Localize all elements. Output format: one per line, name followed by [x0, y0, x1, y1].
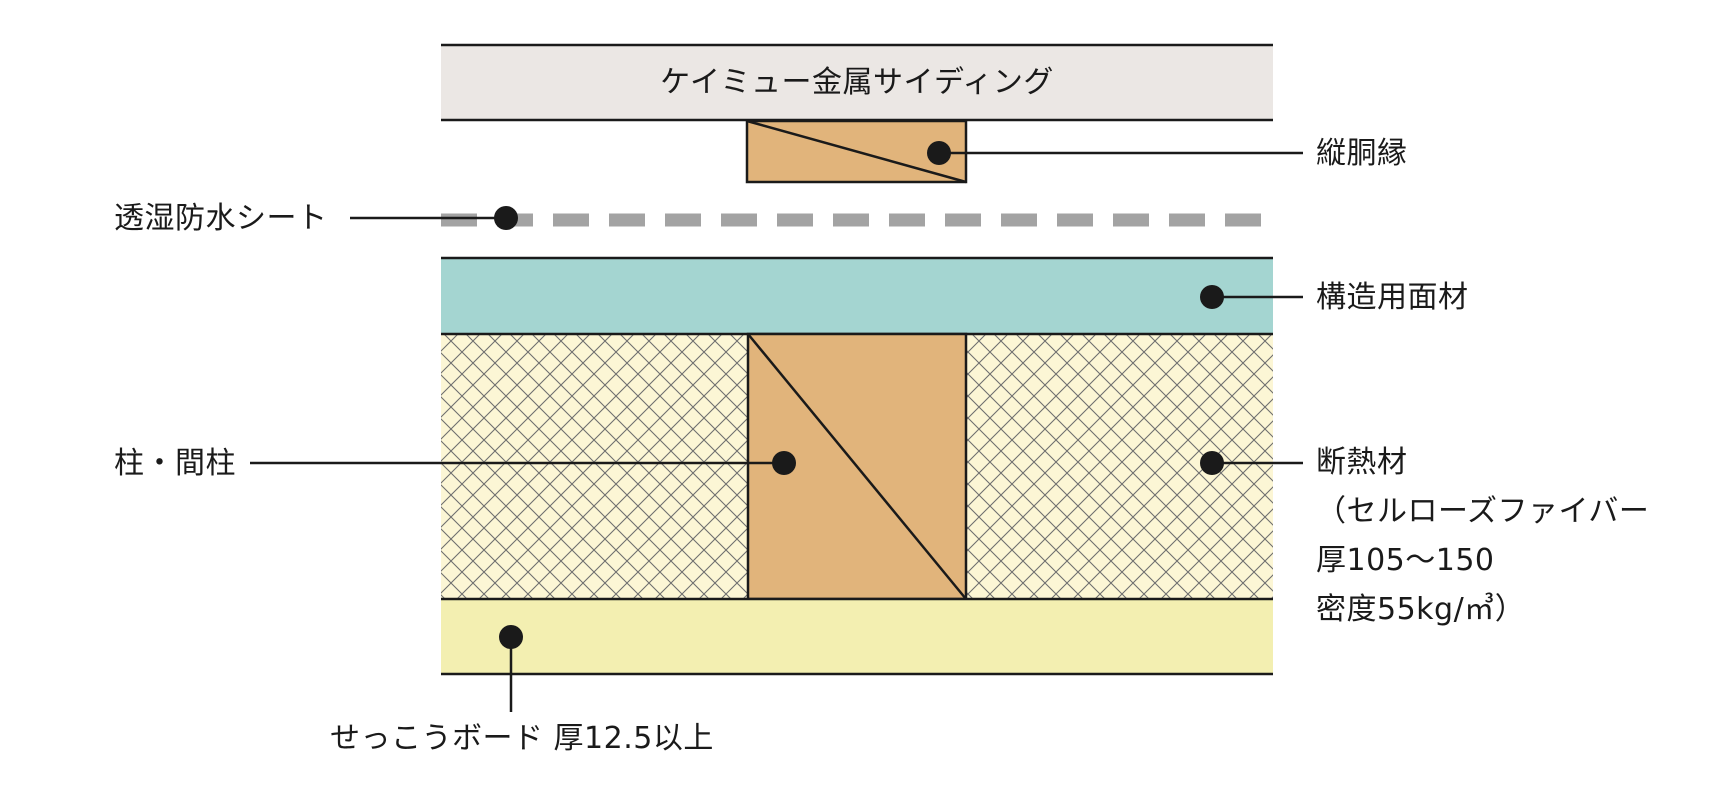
stud — [250, 332, 968, 601]
insulation-layer — [441, 332, 1303, 599]
sheathing-label: 構造用面材 — [1316, 280, 1469, 315]
sheathing-layer — [441, 256, 1303, 333]
gypsum-layer — [441, 597, 1273, 712]
insulation-label: 断熱材 — [1316, 445, 1408, 480]
gypsum-label: せっこうボード 厚12.5以上 — [330, 721, 714, 756]
furring-diagonal — [746, 119, 967, 184]
stud-diagonal — [747, 333, 967, 600]
sheathing-fill — [441, 258, 1273, 333]
insulation-detail-line-1: （セルローズファイバー — [1316, 494, 1650, 529]
siding-label: ケイミュー金属サイディング — [660, 65, 1054, 100]
insulation-right-hatch — [966, 334, 1273, 599]
gypsum-fill — [441, 600, 1273, 674]
furring-label: 縦胴縁 — [1316, 136, 1408, 171]
insulation-detail-line-3: 密度55kg/㎥） — [1316, 592, 1526, 627]
insulation-label-block: 断熱材 （セルローズファイバー 厚105〜150 密度55kg/㎥） — [1316, 438, 1649, 634]
insulation-detail-line-2: 厚105〜150 — [1316, 543, 1495, 578]
insulation-left-hatch — [441, 334, 748, 599]
membrane-label: 透湿防水シート — [114, 201, 328, 236]
membrane-layer — [350, 206, 1273, 230]
siding-fill — [441, 45, 1273, 120]
stud-label: 柱・間柱 — [114, 446, 236, 481]
furring-strip — [745, 119, 1303, 184]
